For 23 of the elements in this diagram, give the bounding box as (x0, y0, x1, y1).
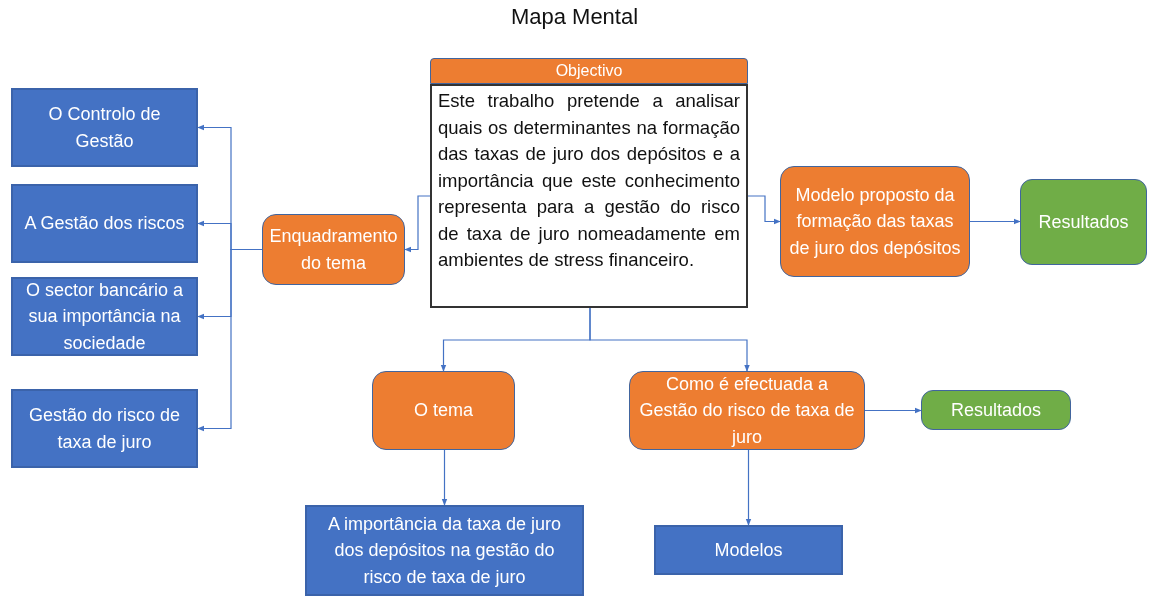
topic-box: A Gestão dos riscos (11, 184, 198, 263)
topic-box: Modelos (654, 525, 843, 575)
arrow (864, 407, 922, 414)
objective-text: Este trabalho pretende a analisar quais os determinantes na formação das taxas de juro dos depósitos e a importância que este conhecimento representa para a gestão do risco de taxa de juro nomeadamente em ambientes de stress financeiro. (430, 84, 748, 308)
topic-box: Gestão do risco de taxa de juro (11, 389, 198, 468)
result-box: Resultados (1020, 179, 1147, 265)
arrow (969, 218, 1021, 225)
arrow (745, 449, 752, 526)
arrow (441, 449, 448, 506)
rounded-topic-box: O tema (372, 371, 515, 450)
arrow (404, 195, 431, 253)
diagram-title: Mapa Mental (509, 4, 640, 30)
rounded-topic-box: Como é efectuada a Gestão do risco de taxa de juro (629, 371, 865, 450)
arrow (747, 195, 781, 225)
topic-box: O sector bancário a sua importância na sociedade (11, 277, 198, 356)
topic-box: A importância da taxa de juro dos depósitos na gestão do risco de taxa de juro (305, 505, 584, 596)
rounded-topic-box: Modelo proposto da formação das taxas de juro dos depósitos (780, 166, 970, 277)
arrow (589, 307, 750, 372)
topic-box: O Controlo de Gestão (11, 88, 198, 167)
result-box: Resultados (921, 390, 1071, 430)
objective-header: Objectivo (430, 58, 748, 84)
rounded-topic-box: Enquadramento do tema (262, 214, 405, 285)
arrow (197, 248, 263, 432)
